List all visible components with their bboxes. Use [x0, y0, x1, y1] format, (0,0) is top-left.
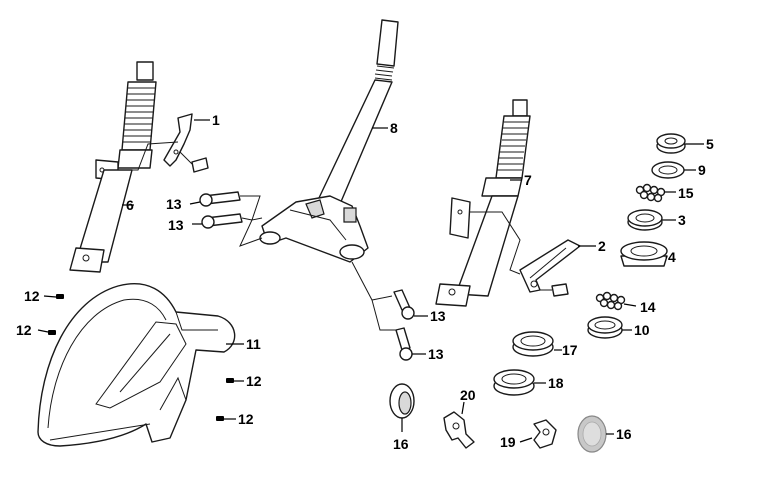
- callout-1: 1: [212, 112, 220, 128]
- leader-lines: [37, 119, 704, 443]
- callout-19: 19: [500, 434, 516, 450]
- callout-6: 6: [126, 197, 134, 213]
- callout-20: 20: [460, 387, 476, 403]
- callout-12-d: 12: [238, 411, 254, 427]
- screw-12-b: [48, 330, 56, 335]
- callout-2: 2: [598, 238, 606, 254]
- ball-bearings-15: [635, 183, 666, 203]
- callout-7: 7: [524, 172, 532, 188]
- callout-13-b: 13: [168, 217, 184, 233]
- callout-16-a: 16: [393, 436, 409, 452]
- bracket-2: [470, 211, 581, 297]
- bolt-13-right-upper: [393, 289, 415, 320]
- race-3: [627, 209, 663, 231]
- seal-17: [512, 331, 554, 357]
- ball-bearings-14: [595, 291, 626, 311]
- right-fork-spring: [495, 115, 531, 179]
- callout-9: 9: [698, 162, 706, 178]
- race-10: [587, 316, 623, 339]
- clip-19: [533, 419, 557, 449]
- callout-15: 15: [678, 185, 694, 201]
- callout-12-b: 12: [16, 322, 32, 338]
- callout-12-a: 12: [24, 288, 40, 304]
- callout-16-b: 16: [616, 426, 632, 442]
- cup-4: [620, 241, 668, 267]
- callout-13-a: 13: [166, 196, 182, 212]
- reflector-16-left: [389, 383, 415, 419]
- callout-13-c: 13: [430, 308, 446, 324]
- leader-bolt-right: [351, 261, 396, 331]
- left-fork-leg: [69, 61, 157, 273]
- callout-11: 11: [246, 336, 261, 352]
- leader-bolt-clamp: [239, 195, 263, 247]
- callout-4: 4: [668, 249, 676, 265]
- screw-12-d: [216, 416, 224, 421]
- bolt-13-right-lower: [395, 327, 413, 361]
- washer-9: [651, 161, 685, 179]
- front-fender: [37, 283, 236, 447]
- callout-18: 18: [548, 375, 564, 391]
- callout-3: 3: [678, 212, 686, 228]
- left-fork-spring: [121, 81, 157, 151]
- bolt-13-upper: [199, 191, 241, 207]
- seal-18: [493, 369, 535, 396]
- callout-12-c: 12: [246, 373, 262, 389]
- callout-5: 5: [706, 136, 714, 152]
- callout-10: 10: [634, 322, 650, 338]
- right-fork-leg: [435, 99, 531, 307]
- bolt-13-lower: [201, 213, 243, 229]
- callout-8: 8: [390, 120, 398, 136]
- nut-5: [656, 133, 686, 154]
- callout-14: 14: [640, 299, 656, 315]
- callout-13-d: 13: [428, 346, 444, 362]
- screw-12-a: [56, 294, 64, 299]
- reflector-16-right: [577, 415, 607, 453]
- steering-stem: [259, 19, 399, 263]
- callout-17: 17: [562, 342, 578, 358]
- screw-12-c: [226, 378, 234, 383]
- bracket-1: [104, 113, 209, 173]
- clip-20: [443, 411, 475, 449]
